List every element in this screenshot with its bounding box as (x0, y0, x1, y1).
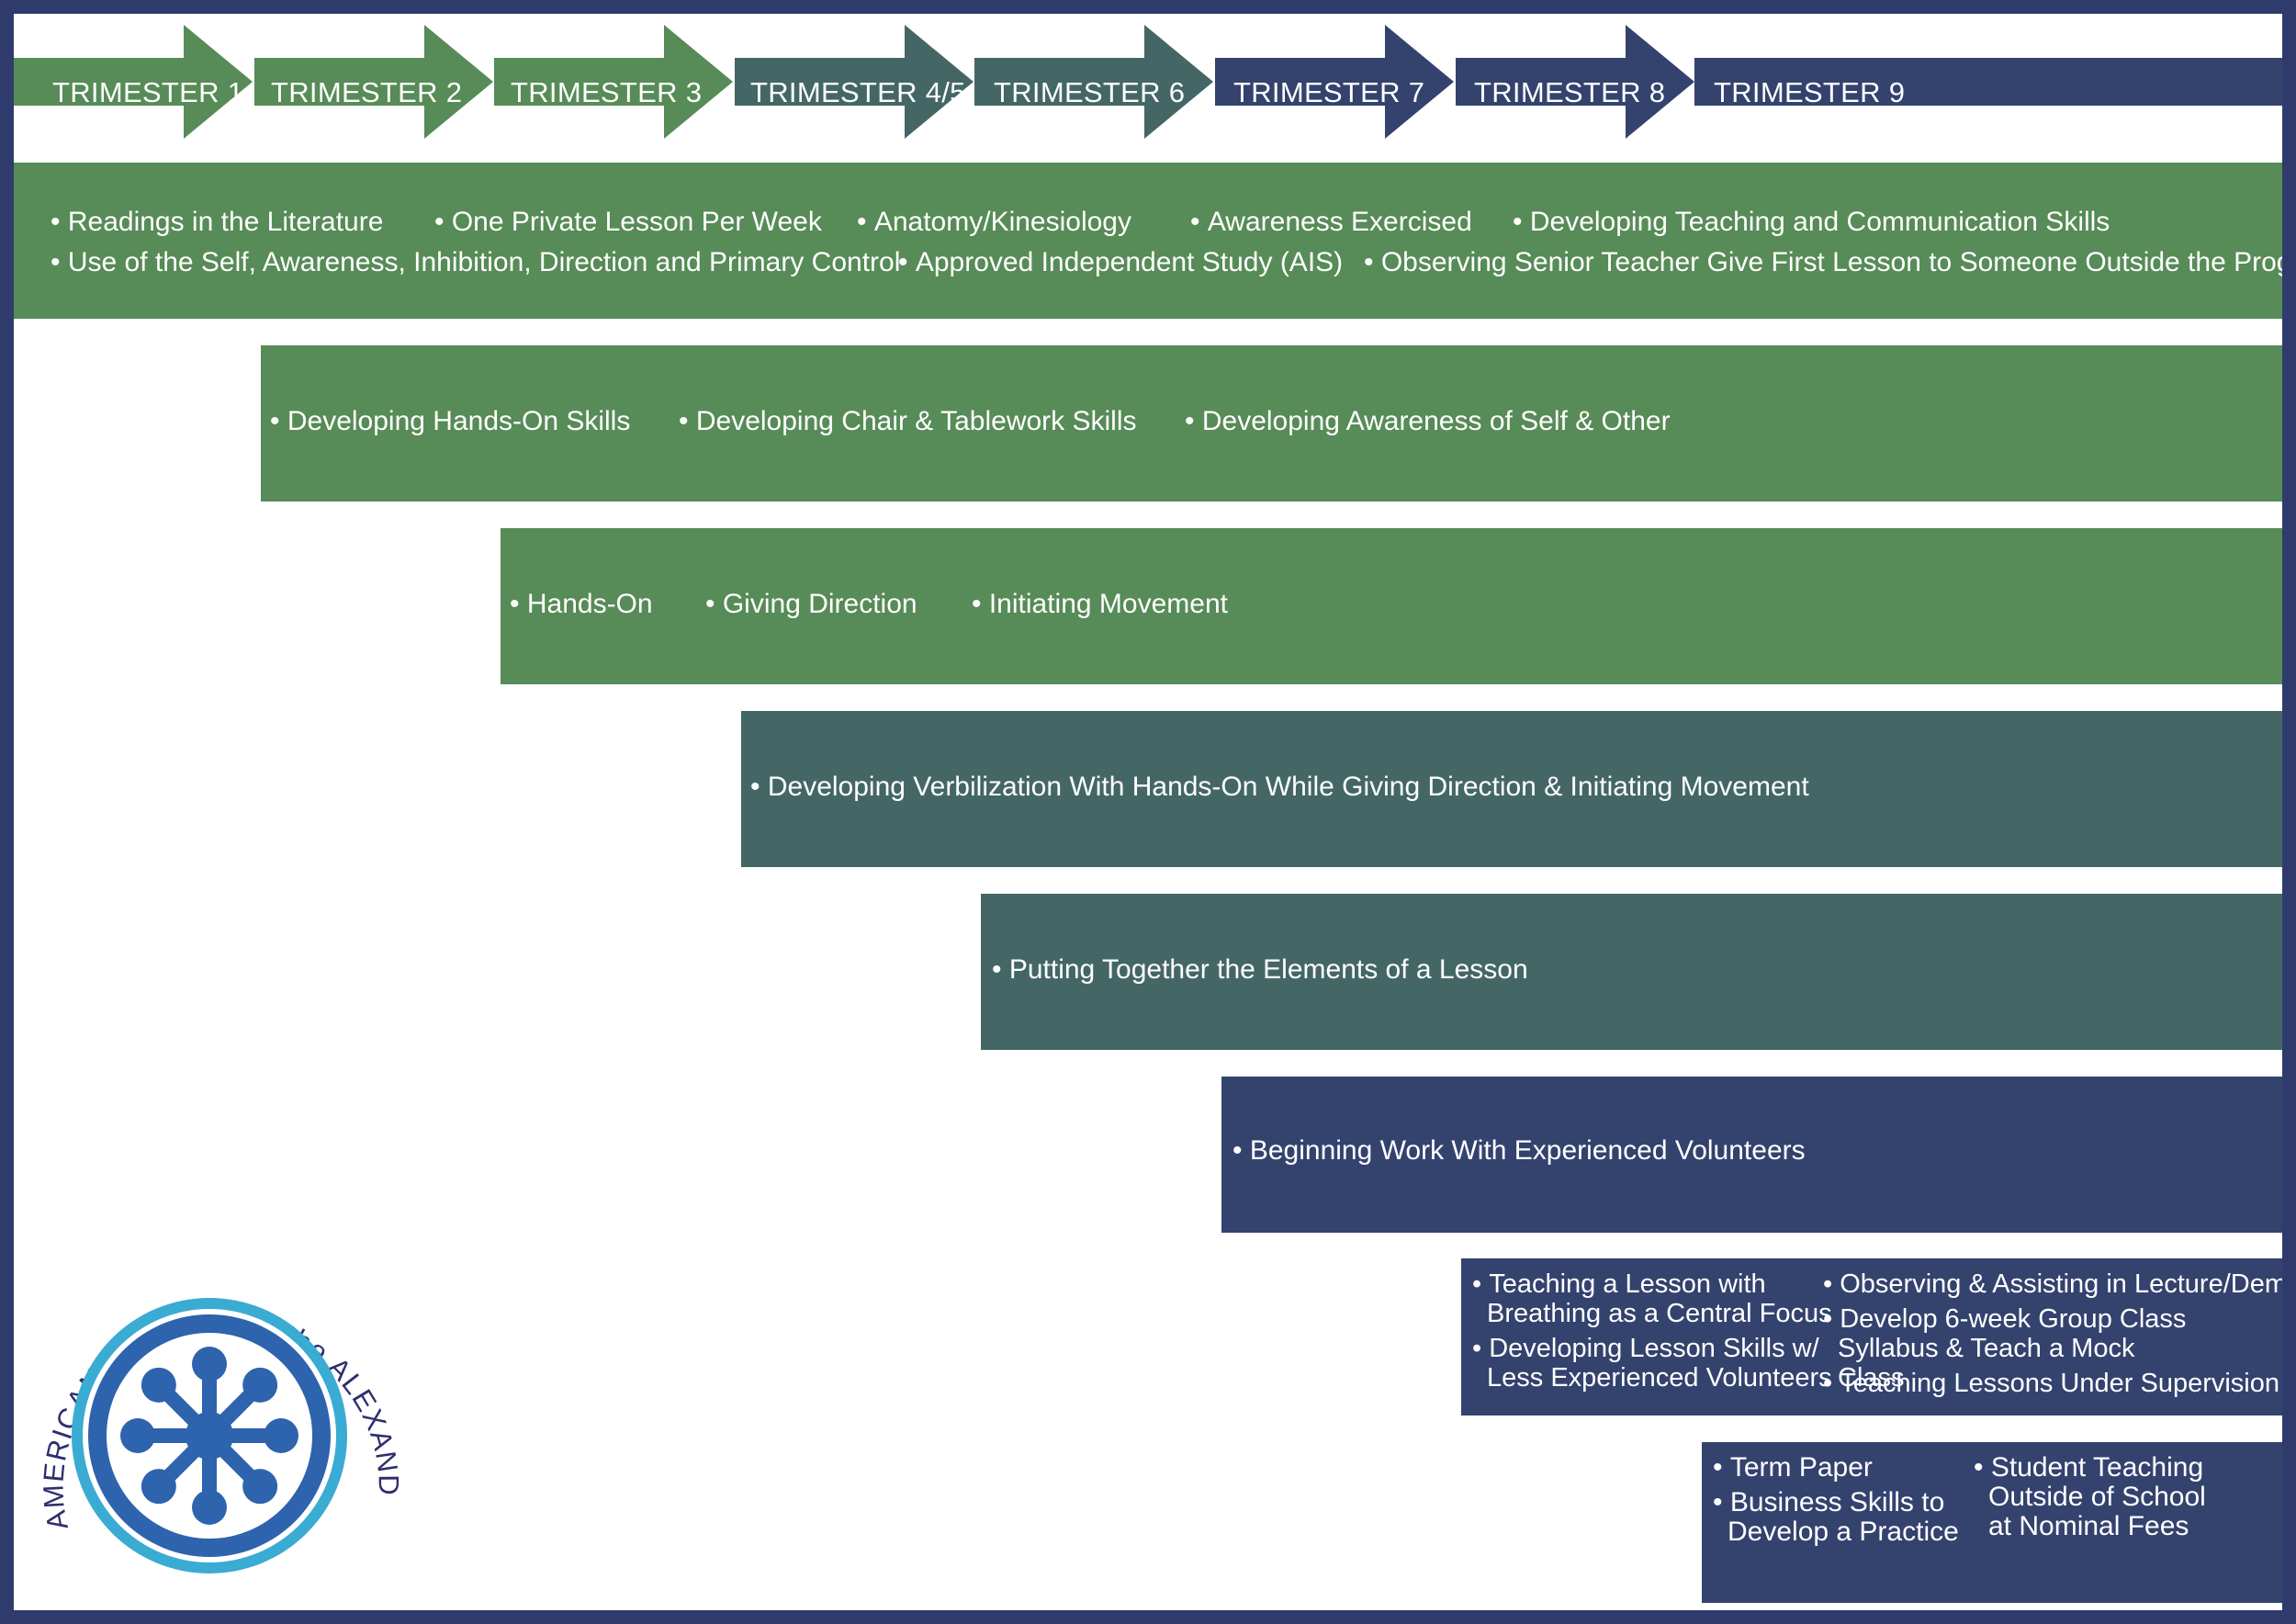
band-trimester-9: Term Paper Business Skills to Develop a … (1702, 1442, 2282, 1603)
topic-item: Readings in the Literature (51, 207, 384, 238)
band-trimester-3: Hands-On Giving Direction Initiating Mov… (501, 528, 2282, 684)
trimester-curriculum-diagram: TRIMESTER 1 TRIMESTER 2 TRIMESTER 3 TRIM… (14, 14, 2282, 1610)
topic-item: Approved Independent Study (AIS) (898, 247, 1343, 278)
band-trimester-4-5: Developing Verbilization With Hands-On W… (741, 711, 2282, 867)
topic-item: Term Paper (1713, 1453, 2003, 1483)
trimester-8-label: TRIMESTER 8 (1474, 76, 1666, 108)
topic-item: Developing Lesson Skills w/ Less Experie… (1472, 1334, 1850, 1393)
trimester-arrow-timeline (14, 25, 2282, 139)
band-trimester-6: Putting Together the Elements of a Lesso… (981, 894, 2282, 1050)
trimester-arrow-8 (1456, 25, 1694, 139)
topic-item: Observing & Assisting in Lecture/Demo (1823, 1269, 2282, 1299)
topic-item: Business Skills to Develop a Practice (1713, 1488, 2003, 1547)
band-trimester-8: Teaching a Lesson with Breathing as a Ce… (1461, 1258, 2282, 1415)
topic-item: Initiating Movement (972, 589, 1228, 620)
topic-item: Putting Together the Elements of a Lesso… (992, 954, 1528, 986)
band-trimester-2: Developing Hands-On Skills Developing Ch… (261, 345, 2282, 502)
flower-emblem-icon (72, 1298, 347, 1573)
trimester-timeline-bar (1694, 58, 2282, 106)
alexander-technique-logo: AMERICAN CENTER for the ALEXANDER TECHNI… (18, 1235, 403, 1573)
trimester-1-label: TRIMESTER 1 (52, 76, 244, 108)
topic-item: Awareness Exercised (1190, 207, 1472, 238)
trimester-arrow-6 (974, 25, 1213, 139)
trimester-arrow-2 (254, 25, 493, 139)
trimester-7-label: TRIMESTER 7 (1233, 76, 1425, 108)
topic-item: Developing Verbilization With Hands-On W… (750, 772, 1809, 803)
trimester-9-label: TRIMESTER 9 (1714, 76, 1906, 108)
topic-item: Developing Awareness of Self & Other (1185, 406, 1671, 437)
topic-item: Anatomy/Kinesiology (857, 207, 1131, 238)
topic-item: Teaching Lessons Under Supervision (1823, 1369, 2282, 1398)
topic-item: Hands-On (510, 589, 653, 620)
trimester-2-label: TRIMESTER 2 (271, 76, 463, 108)
trimester-4-5-label: TRIMESTER 4/5 (750, 76, 966, 108)
topic-item: Giving Direction (705, 589, 917, 620)
topic-item: Developing Hands-On Skills (270, 406, 631, 437)
topic-item: Beginning Work With Experienced Voluntee… (1232, 1135, 1806, 1167)
topic-item: Use of the Self, Awareness, Inhibition, … (51, 247, 901, 278)
topic-item: Developing Chair & Tablework Skills (679, 406, 1137, 437)
trimester-arrow-1 (14, 25, 253, 139)
topic-item: Teaching a Lesson with Breathing as a Ce… (1472, 1269, 1850, 1328)
trimester-arrow-7 (1215, 25, 1454, 139)
band-trimester-1: Readings in the Literature One Private L… (14, 163, 2282, 319)
trimester-6-label: TRIMESTER 6 (994, 76, 1186, 108)
trimester-arrow-3 (494, 25, 733, 139)
trimester-arrow-4-5 (735, 25, 974, 139)
topic-item: Observing Senior Teacher Give First Less… (1364, 247, 2282, 278)
trimester-3-label: TRIMESTER 3 (511, 76, 703, 108)
topic-item: Student Teaching Outside of School at No… (1974, 1453, 2218, 1541)
topic-item: One Private Lesson Per Week (434, 207, 822, 238)
band-trimester-7: Beginning Work With Experienced Voluntee… (1221, 1077, 2282, 1233)
topic-item: Developing Teaching and Communication Sk… (1513, 207, 2110, 238)
